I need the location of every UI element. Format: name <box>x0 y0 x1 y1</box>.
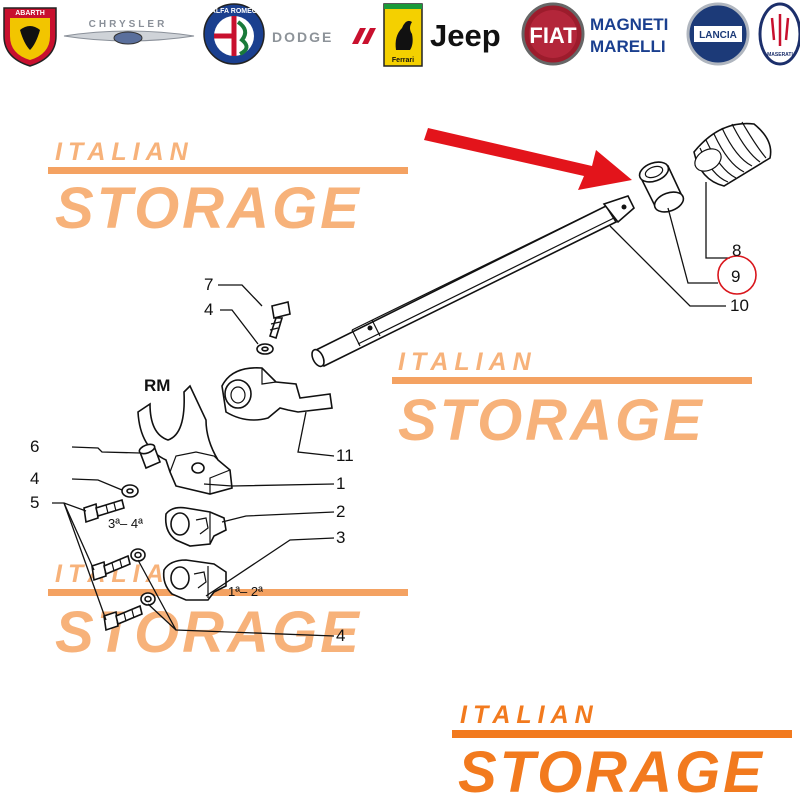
bolt-part-5-c <box>103 604 143 632</box>
lancia-logo-text: LANCIA <box>699 30 737 41</box>
alfa-romeo-logo: ALFA ROMEO <box>203 3 265 65</box>
selector-shaft <box>311 195 635 368</box>
fiat-logo-text: FIAT <box>529 23 577 48</box>
maserati-logo: MASERATI <box>758 2 800 66</box>
bolt-part-5-b <box>91 554 131 582</box>
jeep-logo: Jeep <box>430 18 501 53</box>
chrysler-logo-text: CHRYSLER <box>89 19 168 30</box>
watermark-line1: ITALIAN <box>398 348 537 376</box>
washer-part-4-top <box>256 343 274 355</box>
maserati-logo-text: MASERATI <box>767 52 793 58</box>
footer-logo: ITALIAN STORAGE <box>452 701 792 800</box>
callout-labels: 8 9 10 7 4 11 6 4 1 5 2 3 4 RM 3ª– 4ª 1ª… <box>30 241 749 645</box>
callout-7: 7 <box>204 275 213 294</box>
abarth-logo-text: ABARTH <box>15 10 45 17</box>
abarth-logo: ABARTH <box>3 7 57 67</box>
bolt-part-7 <box>268 301 291 340</box>
callout-6: 6 <box>30 437 39 456</box>
callout-3: 3 <box>336 528 345 547</box>
lancia-logo: LANCIA <box>686 2 750 66</box>
callout-5: 5 <box>30 493 39 512</box>
callout-10: 10 <box>730 296 749 315</box>
highlight-circle-part-9 <box>717 255 757 295</box>
footer-logo-line1: ITALIAN <box>460 701 599 729</box>
dodge-logo-text: DODGE <box>272 29 333 45</box>
callout-8: 8 <box>732 241 741 260</box>
footer-logo-line2: STORAGE <box>458 740 765 800</box>
callout-4-low: 4 <box>336 626 345 645</box>
gear-label-3-4: 3ª– 4ª <box>108 516 143 531</box>
brand-strip: ABARTH CHRYSLER ALFA ROMEO DODGE Ferrari <box>3 2 800 67</box>
callout-11: 11 <box>336 446 354 465</box>
bushing-part-9 <box>638 161 685 213</box>
pin-part-6 <box>138 443 162 470</box>
watermark-middle-right: ITALIAN STORAGE <box>392 348 752 453</box>
leader-lines <box>52 182 730 637</box>
shift-fork-part-3 <box>162 559 227 601</box>
shift-fork-part-1 <box>137 384 233 495</box>
fork-rm-label: RM <box>144 376 170 395</box>
watermark-bottom-left: ITALIAN STORAGE <box>48 560 408 665</box>
bolt-part-5-a <box>83 498 125 524</box>
watermark-line2: STORAGE <box>55 600 362 665</box>
alfa-romeo-logo-text: ALFA ROMEO <box>211 8 258 15</box>
shift-fork-part-2 <box>164 506 227 547</box>
shift-lever-part-11 <box>221 367 333 421</box>
gear-label-1-2: 1ª– 2ª <box>228 584 263 599</box>
ferrari-logo-text: Ferrari <box>392 57 414 64</box>
callout-4-top: 4 <box>204 300 213 319</box>
fiat-logo: FIAT <box>521 2 585 66</box>
callout-1: 1 <box>336 474 345 493</box>
magneti-marelli-logo-text: MAGNETI MARELLI <box>590 15 673 56</box>
washer-part-4-mid <box>121 484 139 498</box>
watermark-line2: STORAGE <box>398 388 705 453</box>
watermark-line2: STORAGE <box>55 176 362 241</box>
callout-9: 9 <box>731 267 740 286</box>
callout-4-mid: 4 <box>30 469 39 488</box>
washer-part-4-low-b <box>140 592 156 606</box>
red-arrow-pointer <box>424 128 632 190</box>
magneti-marelli-logo: MAGNETI MARELLI <box>590 15 673 56</box>
watermark-line1: ITALIAN <box>55 138 194 166</box>
watermark-top-left: ITALIAN STORAGE <box>48 138 408 241</box>
chrysler-logo: CHRYSLER <box>63 19 195 45</box>
washer-part-4-low-a <box>130 548 146 562</box>
bellows-boot-part-8 <box>693 121 772 187</box>
callout-2: 2 <box>336 502 345 521</box>
dodge-logo: DODGE <box>272 28 376 45</box>
ferrari-logo: Ferrari <box>383 3 423 67</box>
